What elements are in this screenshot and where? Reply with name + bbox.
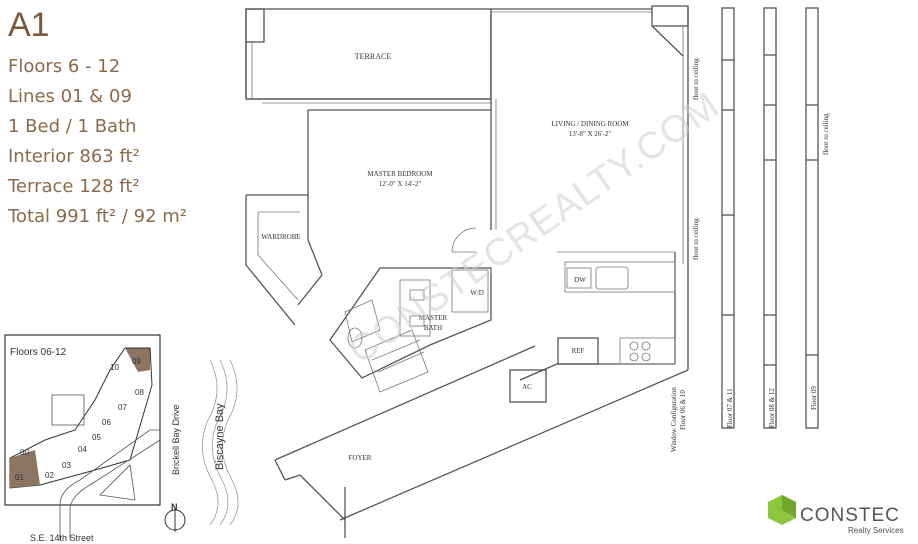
exterior-walls (274, 5, 689, 538)
floor-08-12-label: Floor 08 & 12 (768, 388, 776, 428)
keyplan-unit-09: 09 (132, 357, 141, 366)
unit-01-highlight (10, 450, 40, 488)
spec-interior: Interior 863 ft² (8, 146, 140, 167)
keyplan-unit-10: 10 (110, 363, 119, 372)
living-dimensions: 13'-8" X 26'-2" (569, 130, 612, 138)
keyplan-unit-06: 06 (102, 418, 111, 427)
ftc-label-3: floor to ceiling (822, 113, 830, 155)
bath-label-line1: MASTER (419, 314, 448, 322)
window-config (721, 7, 819, 429)
spec-terrace: Terrace 128 ft² (8, 176, 140, 197)
wardrobe-label: WARDROBE (261, 233, 300, 241)
street-14th: S.E. 14th Street (30, 533, 94, 543)
keyplan-unit-02: 02 (45, 471, 54, 480)
logo-subtitle: Realty Services (848, 526, 904, 535)
spec-floors: Floors 6 - 12 (8, 56, 121, 77)
unit-09-highlight (125, 348, 150, 372)
bedroom-dimensions: 12'-0" X 14'-2" (379, 180, 422, 188)
north-label: N (171, 502, 178, 512)
keyplan-unit-01: 01 (15, 473, 24, 482)
floor-09-label: Floor 09 (810, 386, 818, 410)
keyplan-title: Floors 06-12 (10, 347, 67, 358)
ftc-label-2: floor to ceiling (692, 218, 700, 260)
constec-logo-icon (768, 495, 796, 525)
unit-spec: A1 Floors 6 - 12 Lines 01 & 09 1 Bed / 1… (8, 6, 187, 232)
keyplan-unit-03: 03 (62, 461, 71, 470)
kitchen (509, 261, 676, 403)
keyplan-unit-07: 07 (118, 403, 127, 412)
dishwasher-label: DW (574, 276, 586, 284)
bedroom-label: MASTER BEDROOM (367, 170, 433, 178)
street-brickell: Brickell Bay Drive (171, 404, 181, 475)
spec-total: Total 991 ft² / 92 m² (8, 206, 188, 227)
watermark: CONSTECREALTY.COM (341, 84, 727, 372)
terrace-label: TERRACE (355, 52, 392, 61)
window-config-floors: Floor 06 & 10 (679, 390, 687, 430)
ftc-label-1: floor to ceiling (692, 58, 700, 100)
living-label: LIVING / DINING ROOM (551, 120, 629, 128)
north-arrow-icon: N (164, 502, 186, 532)
keyplan-unit-00: 00 (20, 448, 29, 457)
foyer-label: FOYER (349, 454, 372, 462)
key-plan: Floors 06-12 01 02 03 04 05 06 07 08 09 … (4, 334, 161, 540)
spec-lines: Lines 01 & 09 (8, 86, 132, 107)
washer-dryer-label: W/D (470, 289, 484, 297)
refrigerator-label: REF (572, 347, 585, 355)
bath-label-line2: BATH (424, 324, 442, 332)
keyplan-unit-08: 08 (135, 388, 144, 397)
ac-label: AC (522, 383, 532, 391)
window-config-label: Window Configuration (670, 387, 678, 452)
floor-07-11-label: Floor 07 & 11 (726, 388, 734, 428)
spec-beds: 1 Bed / 1 Bath (8, 116, 137, 137)
master-bath (329, 267, 492, 393)
unit-title: A1 (8, 6, 50, 44)
logo-name: CONSTEC (800, 505, 900, 526)
keyplan-unit-05: 05 (92, 433, 101, 442)
master-bedroom (245, 109, 491, 326)
street-biscayne: Biscayne Bay (214, 403, 226, 470)
bay-waves (201, 359, 239, 526)
keyplan-unit-04: 04 (78, 445, 87, 454)
